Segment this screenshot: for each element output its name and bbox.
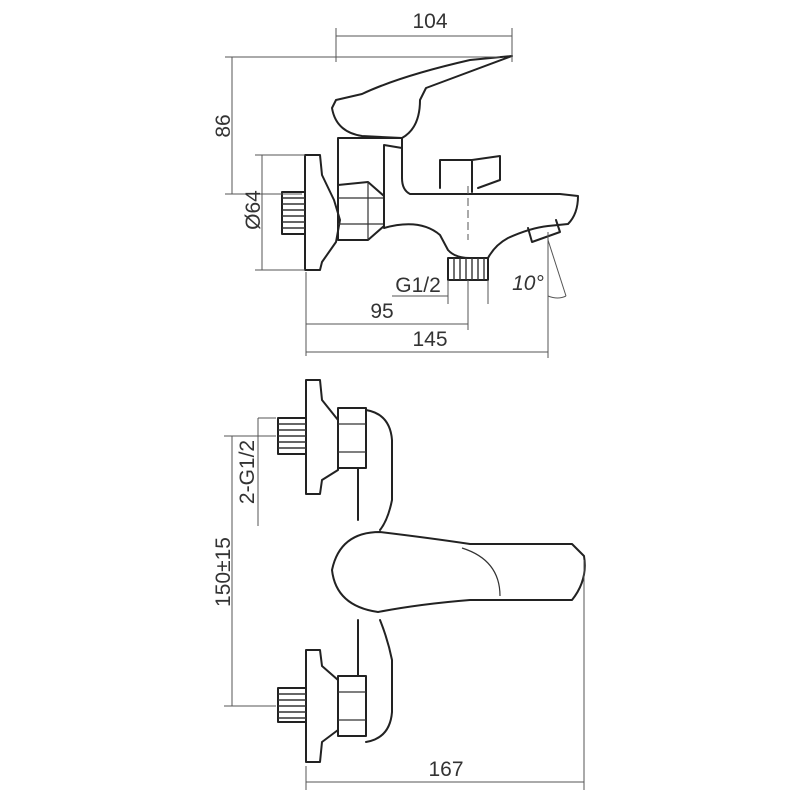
- dim-flange-diameter: [255, 154, 305, 271]
- dim-86: [225, 56, 500, 195]
- label-flange-diameter: Ø64: [242, 190, 265, 230]
- side-inlet-thread: [281, 191, 306, 235]
- side-hex-nut: [337, 181, 385, 241]
- label-167: 167: [428, 758, 463, 781]
- label-inlet-spacing: 150±15: [212, 537, 235, 607]
- top-lower-inlet-thread: [277, 687, 307, 723]
- dim-95: [305, 272, 469, 356]
- top-lever-ridge: [461, 547, 501, 597]
- side-lever-handle: [331, 55, 513, 139]
- side-view: 104 86 Ø64 G1/2 95 145: [212, 10, 579, 358]
- top-valve-body: [357, 409, 393, 743]
- top-view: 150±15 2-G1/2 167: [212, 379, 586, 790]
- side-cartridge-column: [337, 137, 403, 186]
- top-upper-hex-nut: [337, 407, 367, 469]
- label-outlet-thread: G1/2: [395, 274, 441, 297]
- dim-145: [306, 232, 549, 358]
- label-104: 104: [412, 10, 447, 33]
- label-86: 86: [212, 114, 235, 137]
- label-inlet-threads: 2-G1/2: [236, 440, 259, 504]
- side-diverter-knob: [439, 155, 501, 193]
- top-lower-flange: [305, 649, 339, 763]
- dim-104: [335, 28, 513, 62]
- top-lever-handle: [331, 531, 586, 613]
- dim-inlet-threads: [257, 417, 276, 526]
- top-lower-hex-nut: [337, 675, 367, 737]
- side-valve-body: [383, 144, 579, 259]
- dim-angle: [547, 239, 567, 299]
- side-wall-flange: [304, 154, 341, 271]
- dim-outlet-thread: [392, 280, 489, 304]
- label-145: 145: [412, 328, 447, 351]
- dim-inlet-spacing: [224, 435, 276, 707]
- dim-167: [305, 560, 585, 790]
- side-outlet-thread: [447, 257, 489, 281]
- label-95: 95: [370, 300, 393, 323]
- label-angle: 10°: [512, 272, 544, 295]
- top-upper-flange: [305, 379, 339, 495]
- side-spout-outlet: [527, 219, 561, 243]
- top-upper-inlet-thread: [277, 417, 307, 455]
